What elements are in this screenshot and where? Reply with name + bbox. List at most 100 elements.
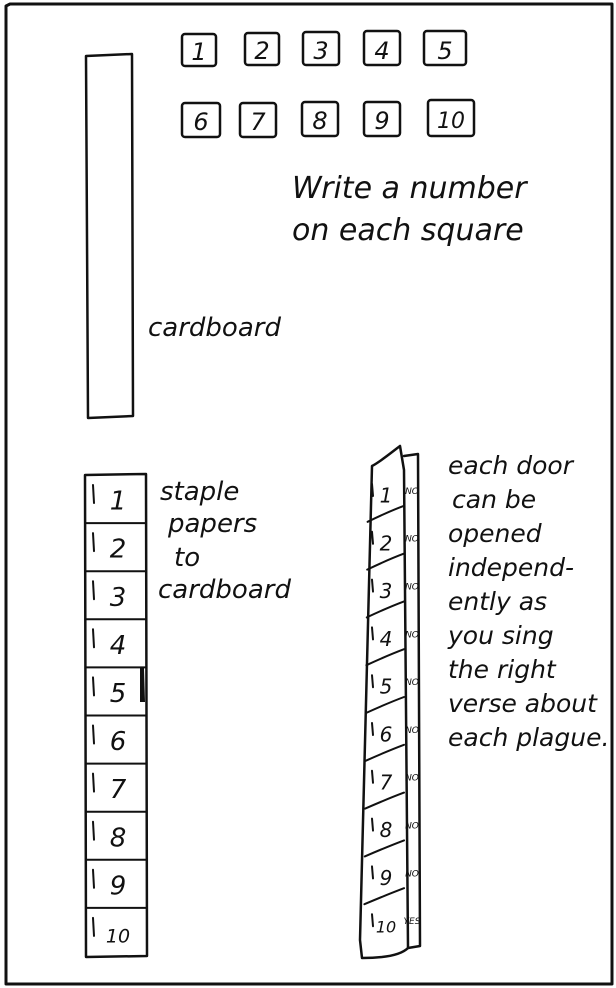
staple-tick: [93, 629, 94, 647]
door-back-label: NO: [405, 869, 419, 879]
door-divider: [365, 840, 404, 856]
number-square: 10: [428, 100, 474, 136]
door-number: 6: [380, 723, 393, 747]
door-back-label: NO: [405, 535, 419, 545]
number-square-label: 2: [254, 37, 269, 65]
number-squares-row-2: 6 7 8 9 10: [182, 100, 474, 137]
door-divider: [365, 793, 404, 809]
stapled-paper-strip: 1 2 3 4 5 6 7 8 9 10: [85, 474, 147, 957]
staple-tick: [372, 866, 373, 878]
door-label-line: you sing: [447, 621, 554, 650]
door-back-label: NO: [405, 630, 419, 640]
strip-number: 1: [110, 487, 127, 517]
cardboard-strip: [86, 54, 133, 418]
strip-number: 4: [110, 631, 127, 661]
door-divider: [367, 601, 404, 617]
door-back-label: NO: [405, 726, 419, 736]
door-label-line: opened: [448, 519, 542, 548]
door-divider: [364, 888, 404, 904]
instruction-line-2: on each square: [292, 213, 524, 248]
door-number: 10: [376, 918, 396, 937]
staple-tick: [372, 675, 373, 687]
instruction-line-1: Write a number: [292, 171, 528, 206]
strip-number: 3: [110, 583, 127, 613]
staple-tick: [372, 627, 373, 639]
staple-line-3: to: [174, 543, 200, 573]
door-number: 2: [380, 531, 393, 555]
staple-line-2: papers: [167, 509, 257, 539]
number-square: 5: [424, 31, 466, 65]
door-number: 1: [380, 484, 393, 508]
door-label-line: ently as: [448, 587, 547, 616]
door-back-label: YES: [404, 917, 421, 927]
strip-number: 9: [110, 871, 127, 901]
number-square-label: 3: [313, 37, 328, 65]
strip-number: 5: [110, 679, 127, 709]
strip-number: 10: [106, 926, 130, 948]
strip-number: 8: [110, 823, 127, 853]
door-number: 4: [380, 627, 393, 651]
number-squares-row-1: 1 2 3 4 5: [182, 31, 466, 66]
number-square: 4: [364, 31, 400, 65]
staple-tick: [372, 580, 373, 592]
door-back-label: NO: [405, 583, 419, 593]
door-label-line: each door: [448, 451, 575, 480]
strip-number: 7: [110, 775, 127, 805]
opened-doors-strip: 1NO2NO3NO4NO5NO6NO7NO8NO9NO10YES: [360, 446, 421, 958]
instruction-label: Write a number on each square: [292, 171, 528, 248]
staple-tick: [93, 677, 94, 695]
door-back-label: NO: [405, 487, 419, 497]
staple-tick: [93, 581, 94, 599]
staple-tick: [372, 819, 373, 831]
strip-number: 6: [110, 727, 127, 757]
number-square-label: 6: [193, 108, 208, 136]
number-square-label: 7: [250, 108, 266, 136]
door-number: 7: [380, 770, 393, 794]
staple-line-1: staple: [160, 477, 239, 507]
staple-tick: [93, 726, 94, 744]
staple-tick: [93, 918, 94, 936]
number-square: 7: [240, 103, 276, 137]
number-square: 8: [302, 102, 338, 136]
number-square-label: 10: [437, 109, 465, 134]
staple-tick: [372, 723, 373, 735]
door-number: 8: [380, 818, 393, 842]
staple-tick: [372, 914, 373, 926]
staple-tick: [93, 870, 94, 888]
door-back-label: NO: [405, 678, 419, 688]
number-square: 2: [245, 33, 279, 65]
door-label-line: independ-: [448, 553, 574, 582]
number-square-label: 4: [374, 37, 389, 65]
door-number: 5: [380, 675, 393, 699]
number-square-label: 9: [374, 107, 389, 135]
door-divider: [366, 649, 404, 665]
door-label-line: the right: [448, 655, 557, 684]
door-divider: [367, 554, 404, 570]
strip-number: 2: [110, 535, 127, 565]
door-label-line: each plague.: [448, 723, 609, 752]
door-back-label: NO: [405, 774, 419, 784]
number-square-label: 8: [312, 107, 327, 135]
number-square: 6: [182, 103, 220, 137]
staple-tick: [93, 485, 94, 503]
staple-tick: [93, 533, 94, 551]
staple-tick: [93, 774, 94, 792]
staple-label: staple papers to cardboard: [158, 477, 291, 605]
staple-mark: [140, 668, 145, 702]
door-number: 9: [380, 866, 393, 890]
number-square: 9: [364, 102, 400, 136]
number-square: 3: [303, 32, 339, 65]
door-label-line: verse about: [448, 689, 598, 718]
cardboard-label: cardboard: [148, 313, 281, 343]
number-square-label: 1: [191, 38, 206, 66]
door-number: 3: [380, 579, 393, 603]
door-divider: [366, 697, 404, 713]
staple-tick: [372, 532, 373, 544]
number-square-label: 5: [437, 37, 452, 65]
door-divider: [366, 745, 404, 761]
staple-tick: [93, 822, 94, 840]
staple-tick: [372, 771, 373, 783]
number-square: 1: [182, 34, 216, 66]
